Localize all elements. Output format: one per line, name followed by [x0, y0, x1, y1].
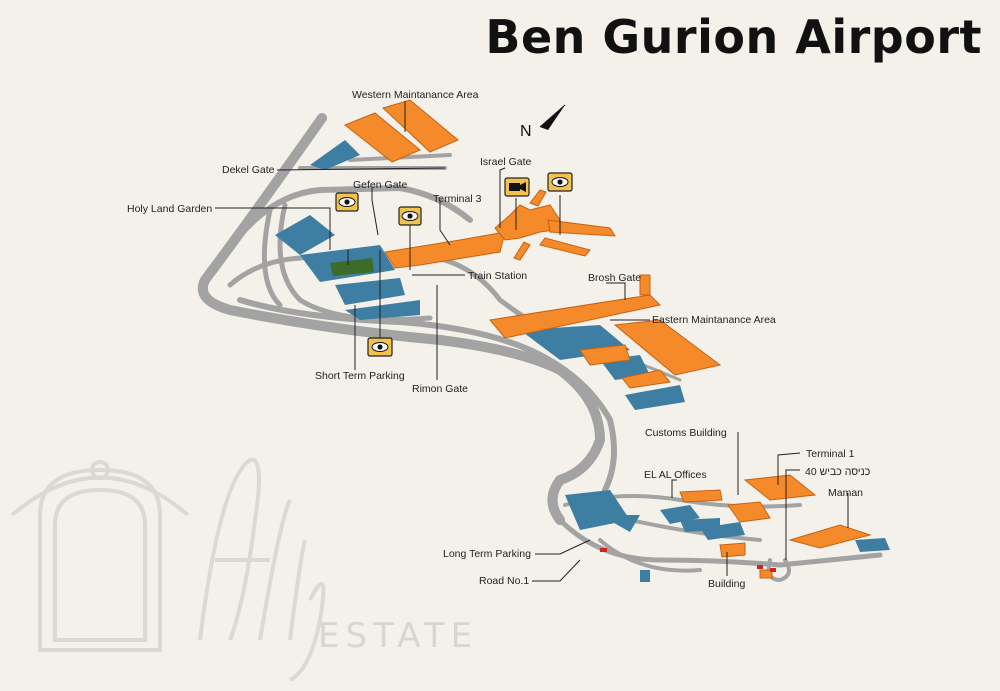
- label-customs-building[interactable]: Customs Building: [645, 427, 727, 439]
- label-israel-gate[interactable]: Israel Gate: [480, 156, 532, 168]
- road-markers: [600, 548, 776, 572]
- label-entrance-road-40[interactable]: כניסה כביש 40: [805, 466, 870, 478]
- label-holy-land-garden[interactable]: Holy Land Garden: [127, 203, 212, 215]
- label-long-term-parking[interactable]: Long Term Parking: [443, 548, 531, 560]
- north-arrow: N: [520, 104, 566, 140]
- eye-icon[interactable]: [367, 337, 393, 357]
- label-terminal-3[interactable]: Terminal 3: [433, 193, 482, 205]
- camera-icon[interactable]: [504, 177, 530, 197]
- holy-land-garden-area: [330, 258, 374, 276]
- watermark-text: ESTATE: [318, 616, 478, 656]
- label-dekel-gate[interactable]: Dekel Gate: [222, 164, 275, 176]
- leader-lines: [215, 101, 849, 582]
- label-el-al-offices[interactable]: EL AL Offices: [644, 469, 707, 481]
- north-label: N: [520, 123, 532, 140]
- road-network: [197, 113, 883, 582]
- parking-areas: [275, 140, 890, 582]
- ally-estate-watermark: [10, 457, 326, 682]
- label-brosh-gate[interactable]: Brosh Gate: [588, 272, 641, 284]
- label-eastern-maintenance[interactable]: Eastern Maintanance Area: [652, 314, 776, 326]
- page-title: Ben Gurion Airport: [485, 10, 982, 64]
- eye-icon[interactable]: [398, 206, 422, 226]
- north-arrow-icon: [540, 105, 565, 130]
- label-terminal-1[interactable]: Terminal 1: [806, 448, 855, 460]
- label-building[interactable]: Building: [708, 578, 746, 590]
- label-short-term-parking[interactable]: Short Term Parking: [315, 370, 405, 382]
- label-western-maintenance[interactable]: Western Maintanance Area: [352, 89, 479, 101]
- eye-icon[interactable]: [547, 172, 573, 192]
- buildings: [344, 99, 872, 579]
- eye-icon[interactable]: [335, 192, 359, 212]
- label-gefen-gate[interactable]: Gefen Gate: [353, 179, 407, 191]
- label-road-no-1[interactable]: Road No.1: [479, 575, 529, 587]
- label-rimon-gate[interactable]: Rimon Gate: [412, 383, 468, 395]
- map-labels: Western Maintanance Area Dekel Gate Isra…: [127, 89, 870, 590]
- label-train-station[interactable]: Train Station: [468, 270, 527, 282]
- label-maman[interactable]: Maman: [828, 487, 863, 499]
